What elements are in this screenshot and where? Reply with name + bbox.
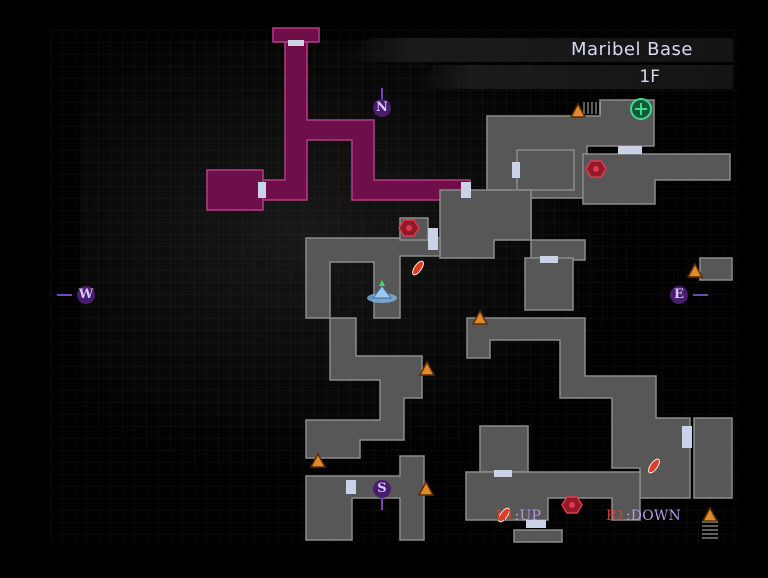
stairs-icon xyxy=(417,480,435,496)
save-point-icon xyxy=(398,219,420,237)
floor-up-label: :UP xyxy=(514,508,542,524)
floor-down-hint: R1:DOWN xyxy=(606,508,681,524)
location-header: Maribel Base 1F xyxy=(345,38,735,94)
item-icons xyxy=(412,260,660,523)
doors xyxy=(258,40,692,528)
door xyxy=(526,520,546,528)
door xyxy=(540,256,558,263)
save-point-icon xyxy=(585,160,607,178)
room-south-center xyxy=(479,425,529,473)
door xyxy=(346,480,356,494)
save-point-icons xyxy=(398,160,607,514)
room-southwest xyxy=(305,455,425,541)
compass-south-marker: S xyxy=(373,480,391,498)
room-east-small xyxy=(524,257,574,311)
compass-west-marker: W xyxy=(77,286,95,304)
area-name: Maribel Base xyxy=(570,39,693,60)
player-position-icon xyxy=(367,280,397,303)
floor-down-label: :DOWN xyxy=(625,508,681,524)
door xyxy=(258,182,266,198)
door xyxy=(428,228,438,250)
l1-button-label: L1 xyxy=(496,508,515,524)
room-southeast-corridor xyxy=(466,317,691,499)
door xyxy=(288,40,304,46)
item-icon xyxy=(648,458,660,474)
stairs-marking xyxy=(583,102,718,539)
door xyxy=(494,470,512,477)
stairs-icon xyxy=(701,506,719,522)
compass-lines xyxy=(57,88,708,510)
item-icon xyxy=(498,507,510,523)
door xyxy=(682,426,692,448)
room-far-southeast xyxy=(693,417,733,499)
door xyxy=(461,182,471,198)
room-northeast-inner xyxy=(516,149,575,191)
door xyxy=(512,162,520,178)
r1-button-label: R1 xyxy=(606,508,626,524)
stairs-icon xyxy=(686,262,704,278)
room-east-wing xyxy=(582,153,731,205)
stairs-icon xyxy=(309,452,327,468)
header-bar-area xyxy=(345,38,733,62)
room-central-north xyxy=(439,189,532,259)
floor-name: 1F xyxy=(639,67,660,87)
room-west-corridor xyxy=(305,237,441,459)
stairs-icon xyxy=(569,102,587,118)
compass-north-marker: N xyxy=(373,99,391,117)
explored-room-top xyxy=(272,27,320,43)
compass-east-marker: E xyxy=(670,286,688,304)
floor-up-hint: L1:UP xyxy=(496,508,541,524)
unexplored-rooms xyxy=(305,99,733,543)
header-bar-floor xyxy=(415,65,733,89)
stairs-icons xyxy=(309,102,719,522)
explored-room-west xyxy=(206,169,264,211)
stairs-icon xyxy=(418,360,436,376)
room-far-east xyxy=(699,257,733,281)
door xyxy=(618,146,642,154)
item-icon xyxy=(412,260,424,276)
save-point-icon xyxy=(561,496,583,514)
room-south-block xyxy=(465,471,641,521)
terminal-icon xyxy=(630,98,652,120)
room-south-edge xyxy=(513,529,563,543)
stairs-icon xyxy=(471,309,489,325)
